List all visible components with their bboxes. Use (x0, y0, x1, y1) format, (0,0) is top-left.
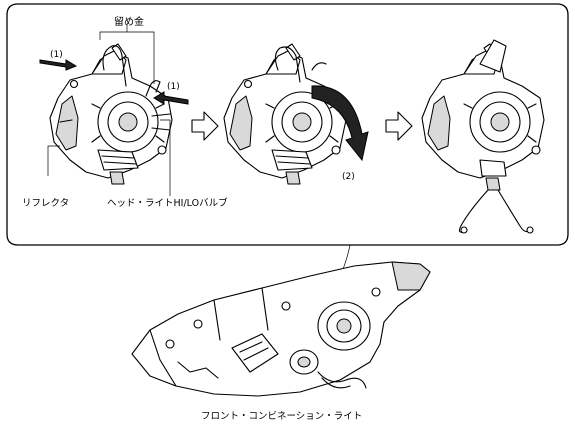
assembly-label: フロント・コンビネーション・ライト (201, 411, 362, 422)
bulb-label: ヘッド・ライトHI/LOバルブ (107, 197, 228, 209)
reflector-leader (47, 145, 60, 176)
reflector-label: リフレクタ (22, 198, 69, 209)
arrow-right-icon (385, 111, 413, 141)
front-combination-light (131, 261, 431, 397)
push-arrow-left (39, 59, 78, 71)
clip-label: 留め金 (114, 15, 144, 28)
bulb-leader (160, 119, 171, 196)
push-arrow-right (153, 91, 189, 105)
bulb-assembly-step3 (421, 39, 545, 234)
step1-left-label: (1) (50, 50, 63, 60)
bulb-assembly-step2 (223, 43, 347, 185)
arrow-right-icon (191, 111, 219, 141)
step2-label: (2) (342, 172, 355, 182)
step1-right-label: (1) (167, 82, 180, 92)
bulb-assembly-step1 (49, 43, 173, 185)
rotate-arrow (311, 85, 369, 162)
